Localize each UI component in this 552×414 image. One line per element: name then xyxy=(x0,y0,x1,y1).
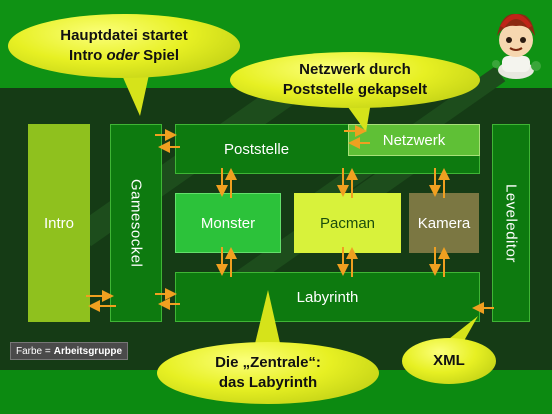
callout-hauptdatei-line2: Intro oder Spiel xyxy=(60,46,188,66)
callout-text: Intro xyxy=(68,47,107,64)
netzwerk-label: Netzwerk xyxy=(382,131,446,149)
monster-box: Monster xyxy=(175,193,281,253)
mascot-character-icon xyxy=(492,13,541,79)
legend-label: Arbeitsgruppe xyxy=(53,345,123,357)
callout-hauptdatei-line1: Hauptdatei startet xyxy=(60,26,188,44)
callout-netzwerk: Netzwerk durch Poststelle gekapselt xyxy=(230,52,480,108)
callout-text: Spiel xyxy=(139,47,180,64)
callout-tail-zentrale xyxy=(252,290,282,356)
leveleditor-box: Leveleditor xyxy=(492,124,530,322)
netzwerk-box: Netzwerk xyxy=(348,124,480,156)
callout-xml: XML xyxy=(402,338,496,384)
color-legend: Farbe = Arbeitsgruppe xyxy=(10,342,129,360)
kamera-label: Kamera xyxy=(417,214,471,232)
legend-prefix: Farbe = xyxy=(16,345,51,357)
poststelle-label: Poststelle xyxy=(224,140,290,158)
callout-emphasis: oder xyxy=(106,47,139,64)
intro-label: Intro xyxy=(43,214,74,232)
callout-tail-top xyxy=(118,66,150,116)
labyrinth-label: Labyrinth xyxy=(296,288,359,306)
callout-zentrale: Die „Zentrale“: das Labyrinth xyxy=(157,342,379,404)
callout-netzwerk-line2: Poststelle gekapselt xyxy=(282,81,428,98)
intro-box: Intro xyxy=(28,124,90,322)
gamesockel-box: Gamesockel xyxy=(110,124,162,322)
callout-zentrale-line2: das Labyrinth xyxy=(218,374,318,391)
gamesockel-label: Gamesockel xyxy=(127,178,145,268)
leveleditor-label: Leveleditor xyxy=(502,183,520,263)
kamera-box: Kamera xyxy=(409,193,479,253)
pacman-label: Pacman xyxy=(319,214,376,232)
callout-netzwerk-line1: Netzwerk durch xyxy=(299,60,411,78)
callout-hauptdatei: Hauptdatei startet Intro oder Spiel xyxy=(8,14,240,78)
callout-zentrale-line1: Die „Zentrale“: xyxy=(215,353,321,371)
pacman-box: Pacman xyxy=(294,193,401,253)
monster-label: Monster xyxy=(200,214,256,232)
callout-xml-label: XML xyxy=(433,351,465,369)
labyrinth-box: Labyrinth xyxy=(175,272,480,322)
